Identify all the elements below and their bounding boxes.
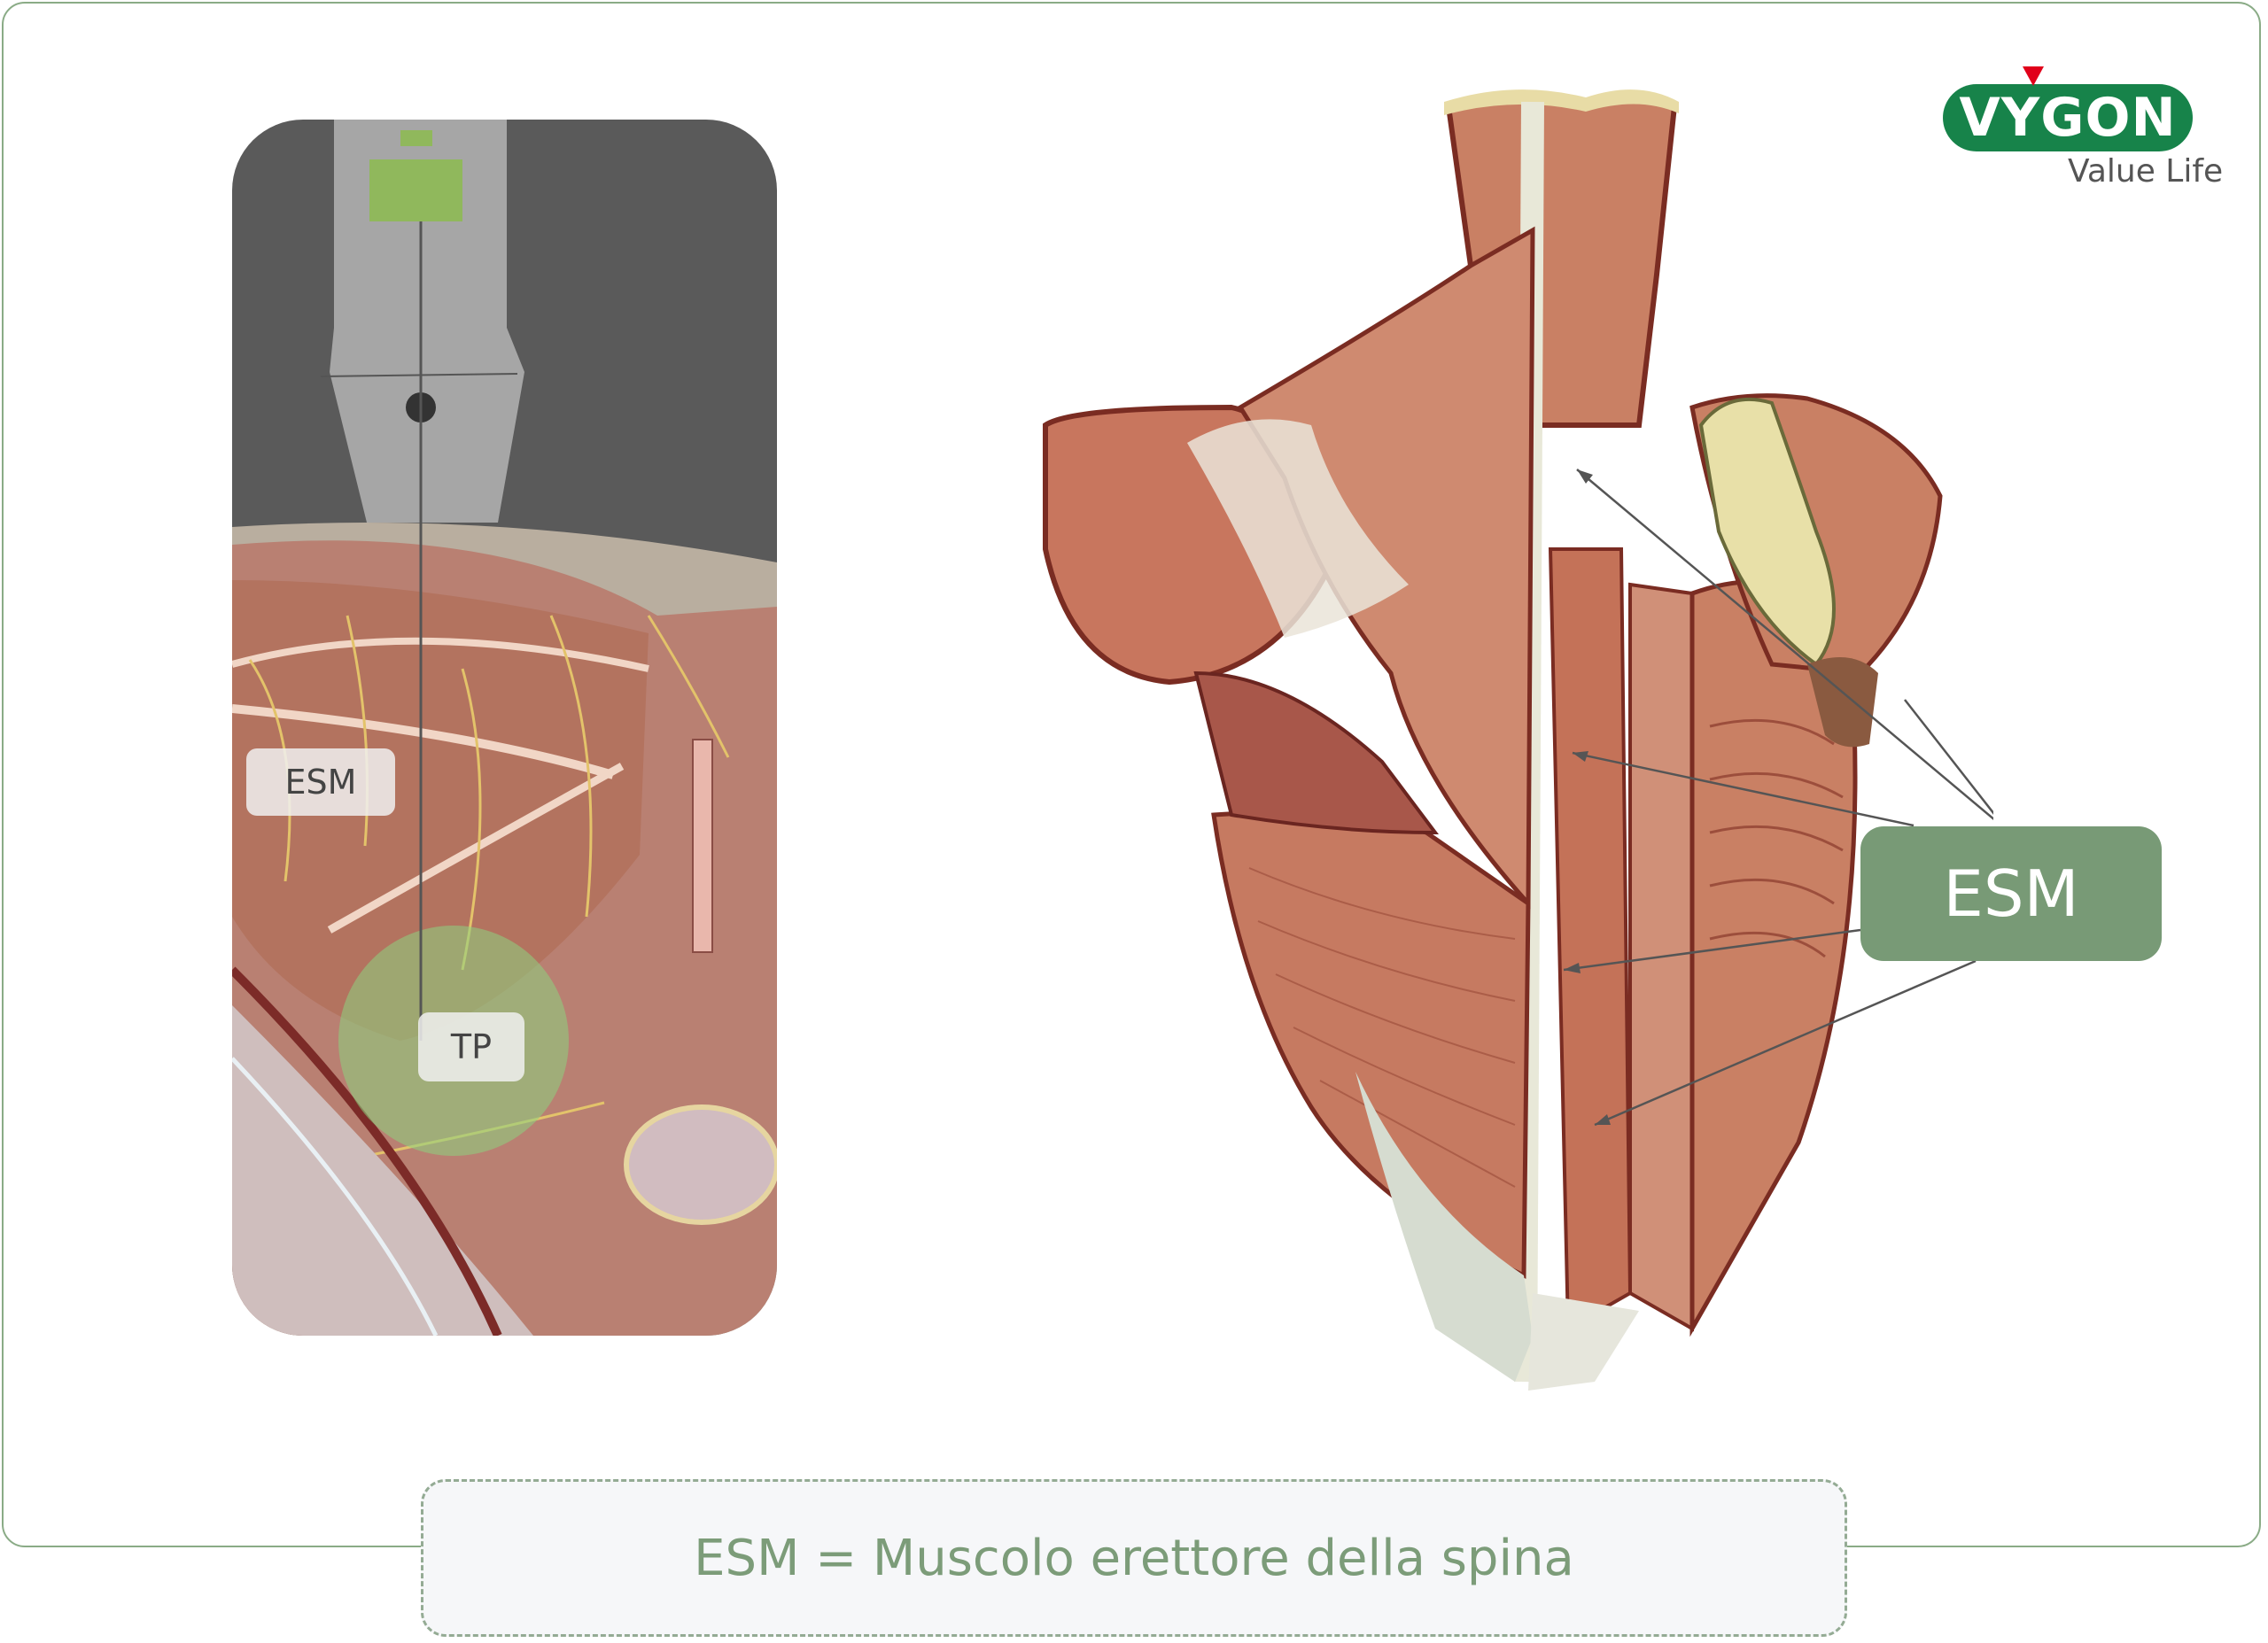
ultrasound-svg (232, 120, 777, 1336)
ultrasound-illustration: ESM TP (232, 120, 777, 1336)
vertebral-body (624, 1104, 777, 1225)
esm-callout-label: ESM (1860, 826, 2162, 961)
legend-text: ESM = Muscolo erettore della spina (694, 1529, 1574, 1587)
back-anatomy-illustration (1043, 89, 1993, 1391)
brand-logo: VYGON Value Life (1938, 66, 2224, 199)
latissimus-dorsi (1211, 810, 1531, 1279)
brand-name: VYGON (1943, 84, 2193, 151)
shoulder-section (1807, 657, 1878, 748)
erector-spinae-column (1548, 547, 1633, 1332)
brand-tagline: Value Life (2068, 153, 2224, 190)
ultrasound-label-tp: TP (418, 1012, 524, 1081)
needle-hub (369, 159, 462, 221)
brand-triangle-icon (2023, 66, 2044, 86)
callout-leader-lines (1563, 469, 1993, 1127)
ultrasound-label-esm: ESM (246, 748, 395, 816)
legend-box: ESM = Muscolo erettore della spina (421, 1479, 1847, 1637)
